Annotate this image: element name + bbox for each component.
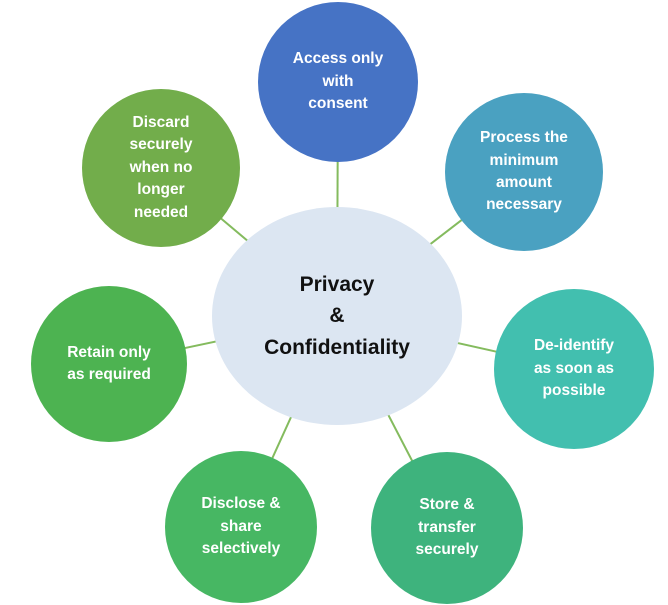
node-retain-only-as-required: Retain only as required — [31, 286, 187, 442]
node-discard-securely-when-no-longer-needed: Discard securely when no longer needed — [82, 89, 240, 247]
node-process-the-minimum-amount-necessary: Process the minimum amount necessary — [445, 93, 603, 251]
node-disclose-and-share-selectively: Disclose & share selectively — [165, 451, 317, 603]
center-node-privacy-confidentiality: Privacy & Confidentiality — [212, 207, 462, 425]
node-access-only-with-consent: Access only with consent — [258, 2, 418, 162]
node-de-identify-as-soon-as-possible: De-identify as soon as possible — [494, 289, 654, 449]
node-store-and-transfer-securely: Store & transfer securely — [371, 452, 523, 604]
